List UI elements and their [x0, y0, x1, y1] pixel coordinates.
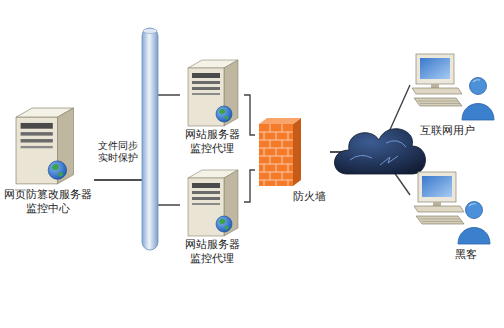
network-link	[244, 95, 255, 135]
user-icon	[458, 202, 490, 245]
internet-cloud	[334, 129, 425, 174]
network-link	[244, 170, 255, 202]
computer-icon	[414, 172, 464, 224]
firewall-node: 防火墙	[255, 115, 330, 204]
server-icon	[16, 108, 74, 184]
user-node: 互联网用户	[410, 50, 500, 138]
server-node: 网站服务器 监控代理	[180, 168, 244, 266]
node-label: 网站服务器 监控代理	[180, 238, 244, 266]
node-label: 防火墙	[255, 190, 326, 204]
node-label: 互联网用户	[420, 124, 500, 138]
user-node: 黑客	[410, 168, 500, 262]
network-link	[94, 95, 180, 180]
user-icon	[462, 78, 494, 121]
node-label: 黑客	[455, 248, 500, 262]
firewall-icon	[259, 118, 301, 186]
network-bus-pipe	[142, 28, 158, 250]
node-label: 网页防篡改服务器 监控中心	[2, 188, 94, 216]
server-icon	[188, 170, 238, 236]
node-label: 网站服务器 监控代理	[180, 128, 244, 156]
network-link	[94, 180, 180, 205]
server-node: 网站服务器 监控代理	[180, 58, 244, 156]
server-icon	[188, 60, 238, 126]
server-node: 网页防篡改服务器 监控中心	[2, 108, 94, 216]
computer-icon	[412, 54, 462, 106]
connector-note: 文件同步 实时保护	[97, 140, 139, 164]
